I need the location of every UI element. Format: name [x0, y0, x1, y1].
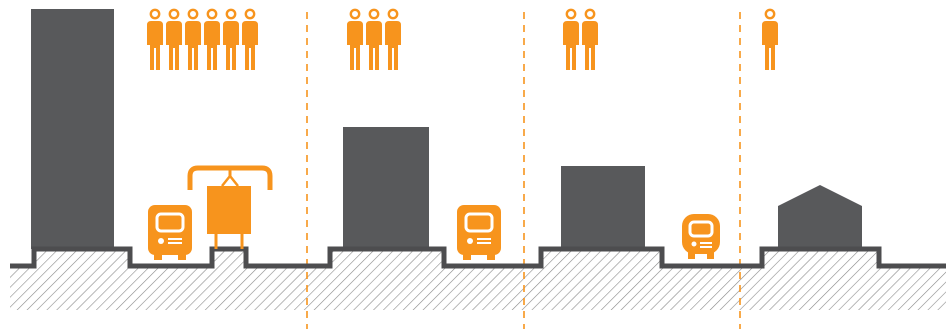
minibus-icon [682, 214, 720, 259]
person-icon [223, 10, 239, 70]
person-icon [166, 10, 182, 70]
people-group-zone-3 [563, 10, 598, 70]
bus-icon [457, 205, 501, 260]
person-icon [385, 10, 401, 70]
building-lowrise [561, 166, 645, 249]
person-icon [582, 10, 598, 70]
person-icon [185, 10, 201, 70]
ground-hatching [10, 249, 946, 310]
person-icon [347, 10, 363, 70]
people-group-zone-1 [147, 10, 258, 70]
people-group-zone-4 [762, 10, 778, 70]
person-icon [762, 10, 778, 70]
building-tower [31, 9, 114, 249]
person-icon [366, 10, 382, 70]
person-icon [204, 10, 220, 70]
people-group-zone-2 [347, 10, 401, 70]
building-midrise [343, 127, 429, 249]
building-house [778, 185, 862, 249]
bus-icon [148, 205, 192, 260]
person-icon [147, 10, 163, 70]
tram-icon [190, 168, 270, 249]
people-groups [147, 10, 778, 70]
person-icon [242, 10, 258, 70]
person-icon [563, 10, 579, 70]
